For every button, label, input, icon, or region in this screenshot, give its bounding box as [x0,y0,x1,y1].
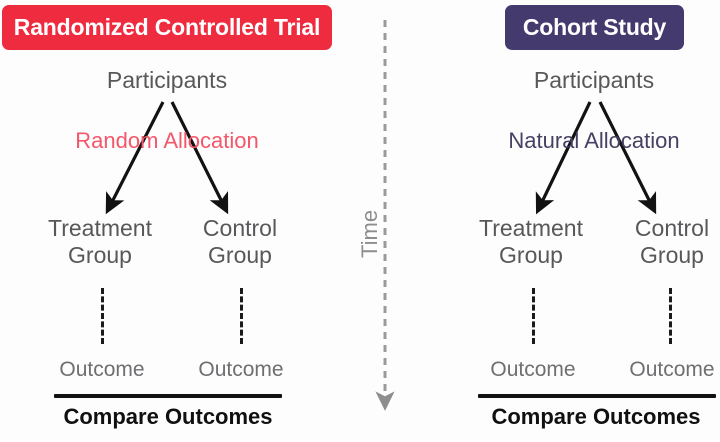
rct-allocation-label: Random Allocation [75,128,259,153]
rct-treatment-group-node: Treatment Group [30,215,170,269]
rct-treatment-line2: Group [68,242,132,268]
rct-control-outcome: Outcome [198,358,284,381]
cohort-control-group-node: Control Group [607,215,720,269]
cohort-title-badge: Cohort Study [505,5,684,50]
cohort-allocation-label: Natural Allocation [508,128,680,153]
cohort-control-line1: Control [634,215,710,241]
cohort-compare-rule [478,394,716,398]
rct-control-outcome-connector [240,288,243,344]
cohort-treatment-outcome: Outcome [490,358,576,381]
cohort-compare-outcomes-label: Compare Outcomes [491,404,701,429]
cohort-treatment-outcome-connector [532,288,535,344]
cohort-treatment-line2: Group [499,242,563,268]
rct-control-line2: Group [208,242,272,268]
rct-treatment-line1: Treatment [48,215,152,241]
rct-control-group-node: Control Group [175,215,305,269]
rct-treatment-outcome-connector [101,288,104,344]
rct-treatment-outcome: Outcome [59,358,145,381]
rct-control-line1: Control [202,215,278,241]
rct-title-badge: Randomized Controlled Trial [2,5,332,50]
cohort-control-line2: Group [640,242,704,268]
rct-compare-rule [54,394,282,398]
cohort-control-outcome-connector [669,288,672,344]
cohort-treatment-line1: Treatment [479,215,583,241]
rct-compare-outcomes-label: Compare Outcomes [63,404,273,429]
cohort-control-outcome: Outcome [629,358,715,381]
cohort-treatment-group-node: Treatment Group [461,215,601,269]
rct-participants-node: Participants [106,67,228,93]
time-axis-label: Time [357,209,382,258]
cohort-participants-node: Participants [533,67,655,93]
